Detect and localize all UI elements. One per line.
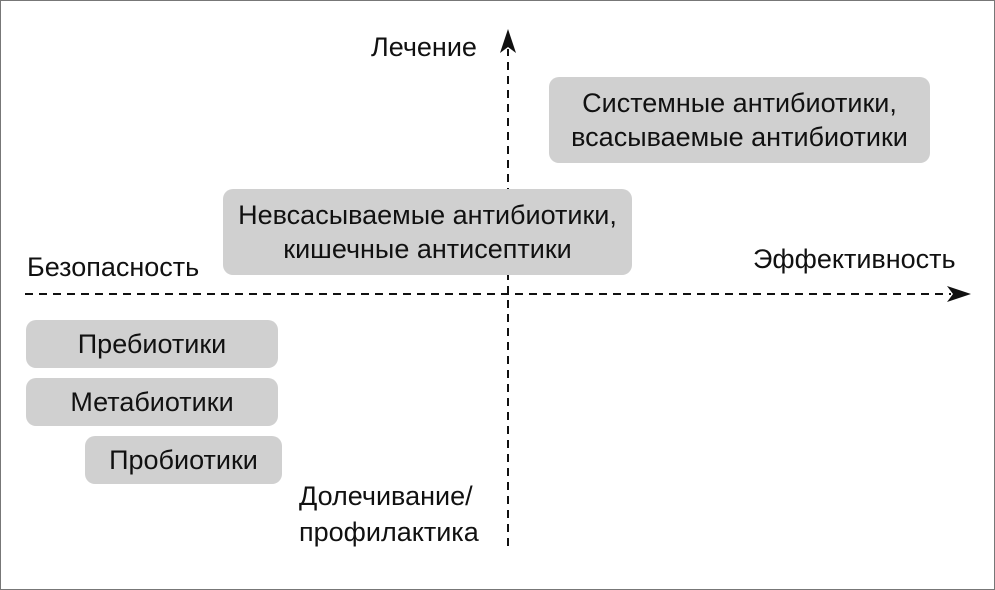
axis-label-treatment: Лечение [371,32,477,62]
box-nonabsorbed-antibiotics: Невсасываемые антибиотики, кишечные анти… [223,189,632,275]
box-text: Системные антибиотики, [582,88,897,118]
axis-label-efficacy: Эффективность [753,244,956,274]
box-text: всасываемые антибиотики [571,122,908,152]
axis-label-prevention-line1: Долечивание/ [299,481,473,511]
axis-label-prevention-line2: профилактика [299,517,479,547]
box-prebiotics: Пребиотики [26,320,278,368]
box-text: кишечные антисептики [283,234,572,264]
axis-label-prevention: Долечивание/ профилактика [299,478,479,550]
axis-label-safety: Безопасность [27,252,200,282]
box-probiotics: Пробиотики [85,436,282,484]
box-text: Невсасываемые антибиотики, [238,200,617,230]
box-metabiotics: Метабиотики [26,378,278,426]
right-arrowhead [947,286,971,302]
box-systemic-antibiotics: Системные антибиотики, всасываемые антиб… [549,77,930,163]
up-arrowhead [500,29,516,53]
